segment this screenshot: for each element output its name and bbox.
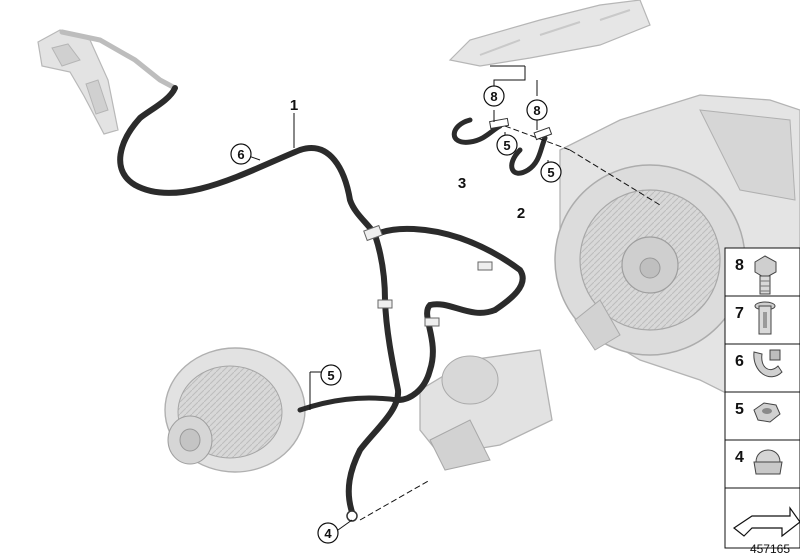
- svg-text:8: 8: [490, 89, 497, 104]
- cable-clip-icon: [753, 349, 783, 378]
- svg-text:5: 5: [547, 165, 554, 180]
- svg-text:4: 4: [735, 449, 744, 466]
- hex-nut-icon: [753, 402, 781, 423]
- callout-5-mid: 5: [320, 364, 342, 386]
- legend-row-7: 7: [735, 301, 776, 335]
- callout-8-right: 8: [526, 99, 548, 121]
- starter-motor: [419, 349, 553, 471]
- label-cable-3: 3: [458, 175, 466, 192]
- battery-cable-1: [59, 29, 526, 522]
- svg-text:5: 5: [327, 368, 334, 383]
- hex-bolt-icon: [754, 255, 777, 295]
- callout-5-right: 5: [540, 161, 562, 183]
- legend-row-5: 5: [735, 401, 781, 423]
- label-cable-1: 1: [290, 97, 298, 114]
- legend-row-4: 4: [735, 449, 783, 475]
- svg-text:7: 7: [735, 305, 744, 322]
- svg-text:6: 6: [237, 147, 244, 162]
- leader-lines: [242, 65, 661, 531]
- drawing-number: 457165: [749, 542, 790, 556]
- parts-legend: 8 7 6 5: [724, 247, 800, 549]
- svg-text:8: 8: [735, 257, 744, 274]
- svg-text:6: 6: [735, 353, 744, 370]
- callout-4: 4: [317, 522, 339, 544]
- svg-text:4: 4: [324, 526, 332, 541]
- rivet-nut-icon: [754, 301, 776, 335]
- arrow-icon: [732, 506, 800, 538]
- svg-text:8: 8: [533, 103, 540, 118]
- callout-6: 6: [230, 143, 252, 165]
- label-cable-2: 2: [517, 205, 525, 222]
- heat-shield: [448, 0, 651, 67]
- legend-row-6: 6: [735, 349, 783, 378]
- alternator: [164, 347, 306, 473]
- ground-cable-2: [509, 126, 553, 176]
- svg-text:5: 5: [503, 138, 510, 153]
- svg-text:5: 5: [735, 401, 744, 418]
- callout-8-left: 8: [483, 85, 505, 107]
- callout-5-left: 5: [496, 134, 518, 156]
- cap-nut-icon: [753, 449, 783, 475]
- legend-row-8: 8: [735, 255, 777, 295]
